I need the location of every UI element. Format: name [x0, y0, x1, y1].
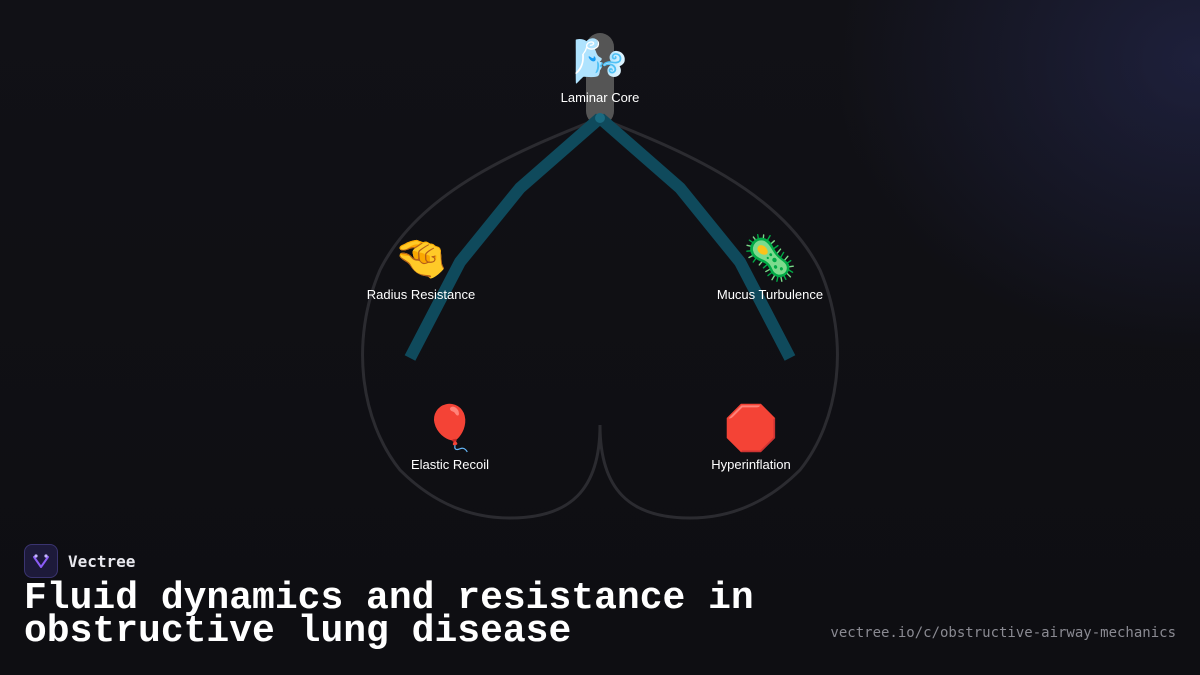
brand[interactable]: Vectree	[24, 544, 135, 578]
balloon-icon: 🎈	[422, 404, 478, 453]
node-label: Mucus Turbulence	[716, 287, 824, 302]
source-url[interactable]: vectree.io/c/obstructive-airway-mechanic…	[830, 625, 1176, 641]
right-bronchus	[596, 113, 796, 361]
carina-junction	[595, 113, 605, 123]
pinching-hand-icon: 🤏	[393, 234, 449, 283]
node-radius-resistance[interactable]: 🤏 Radius Resistance	[331, 233, 511, 302]
node-label: Radius Resistance	[366, 287, 476, 302]
brand-name: Vectree	[68, 551, 136, 571]
lung-outline	[361, 116, 839, 520]
node-label: Laminar Core	[560, 90, 640, 105]
node-elastic-recoil[interactable]: 🎈 Elastic Recoil	[360, 403, 540, 472]
microbe-icon: 🦠	[742, 234, 798, 283]
vectree-logo-icon	[24, 544, 58, 578]
trachea	[586, 33, 614, 125]
node-label: Hyperinflation	[711, 457, 791, 472]
page-title: Fluid dynamics and resistance in obstruc…	[24, 577, 754, 653]
node-mucus-turbulence[interactable]: 🦠 Mucus Turbulence	[680, 233, 860, 302]
node-hyperinflation[interactable]: 🛑 Hyperinflation	[661, 403, 841, 472]
left-bronchus	[404, 113, 604, 361]
stop-sign-icon: 🛑	[723, 404, 779, 453]
wind-face-icon: 🌬️	[572, 37, 628, 86]
node-label: Elastic Recoil	[410, 457, 490, 472]
node-laminar-core[interactable]: 🌬️ Laminar Core	[510, 36, 690, 105]
